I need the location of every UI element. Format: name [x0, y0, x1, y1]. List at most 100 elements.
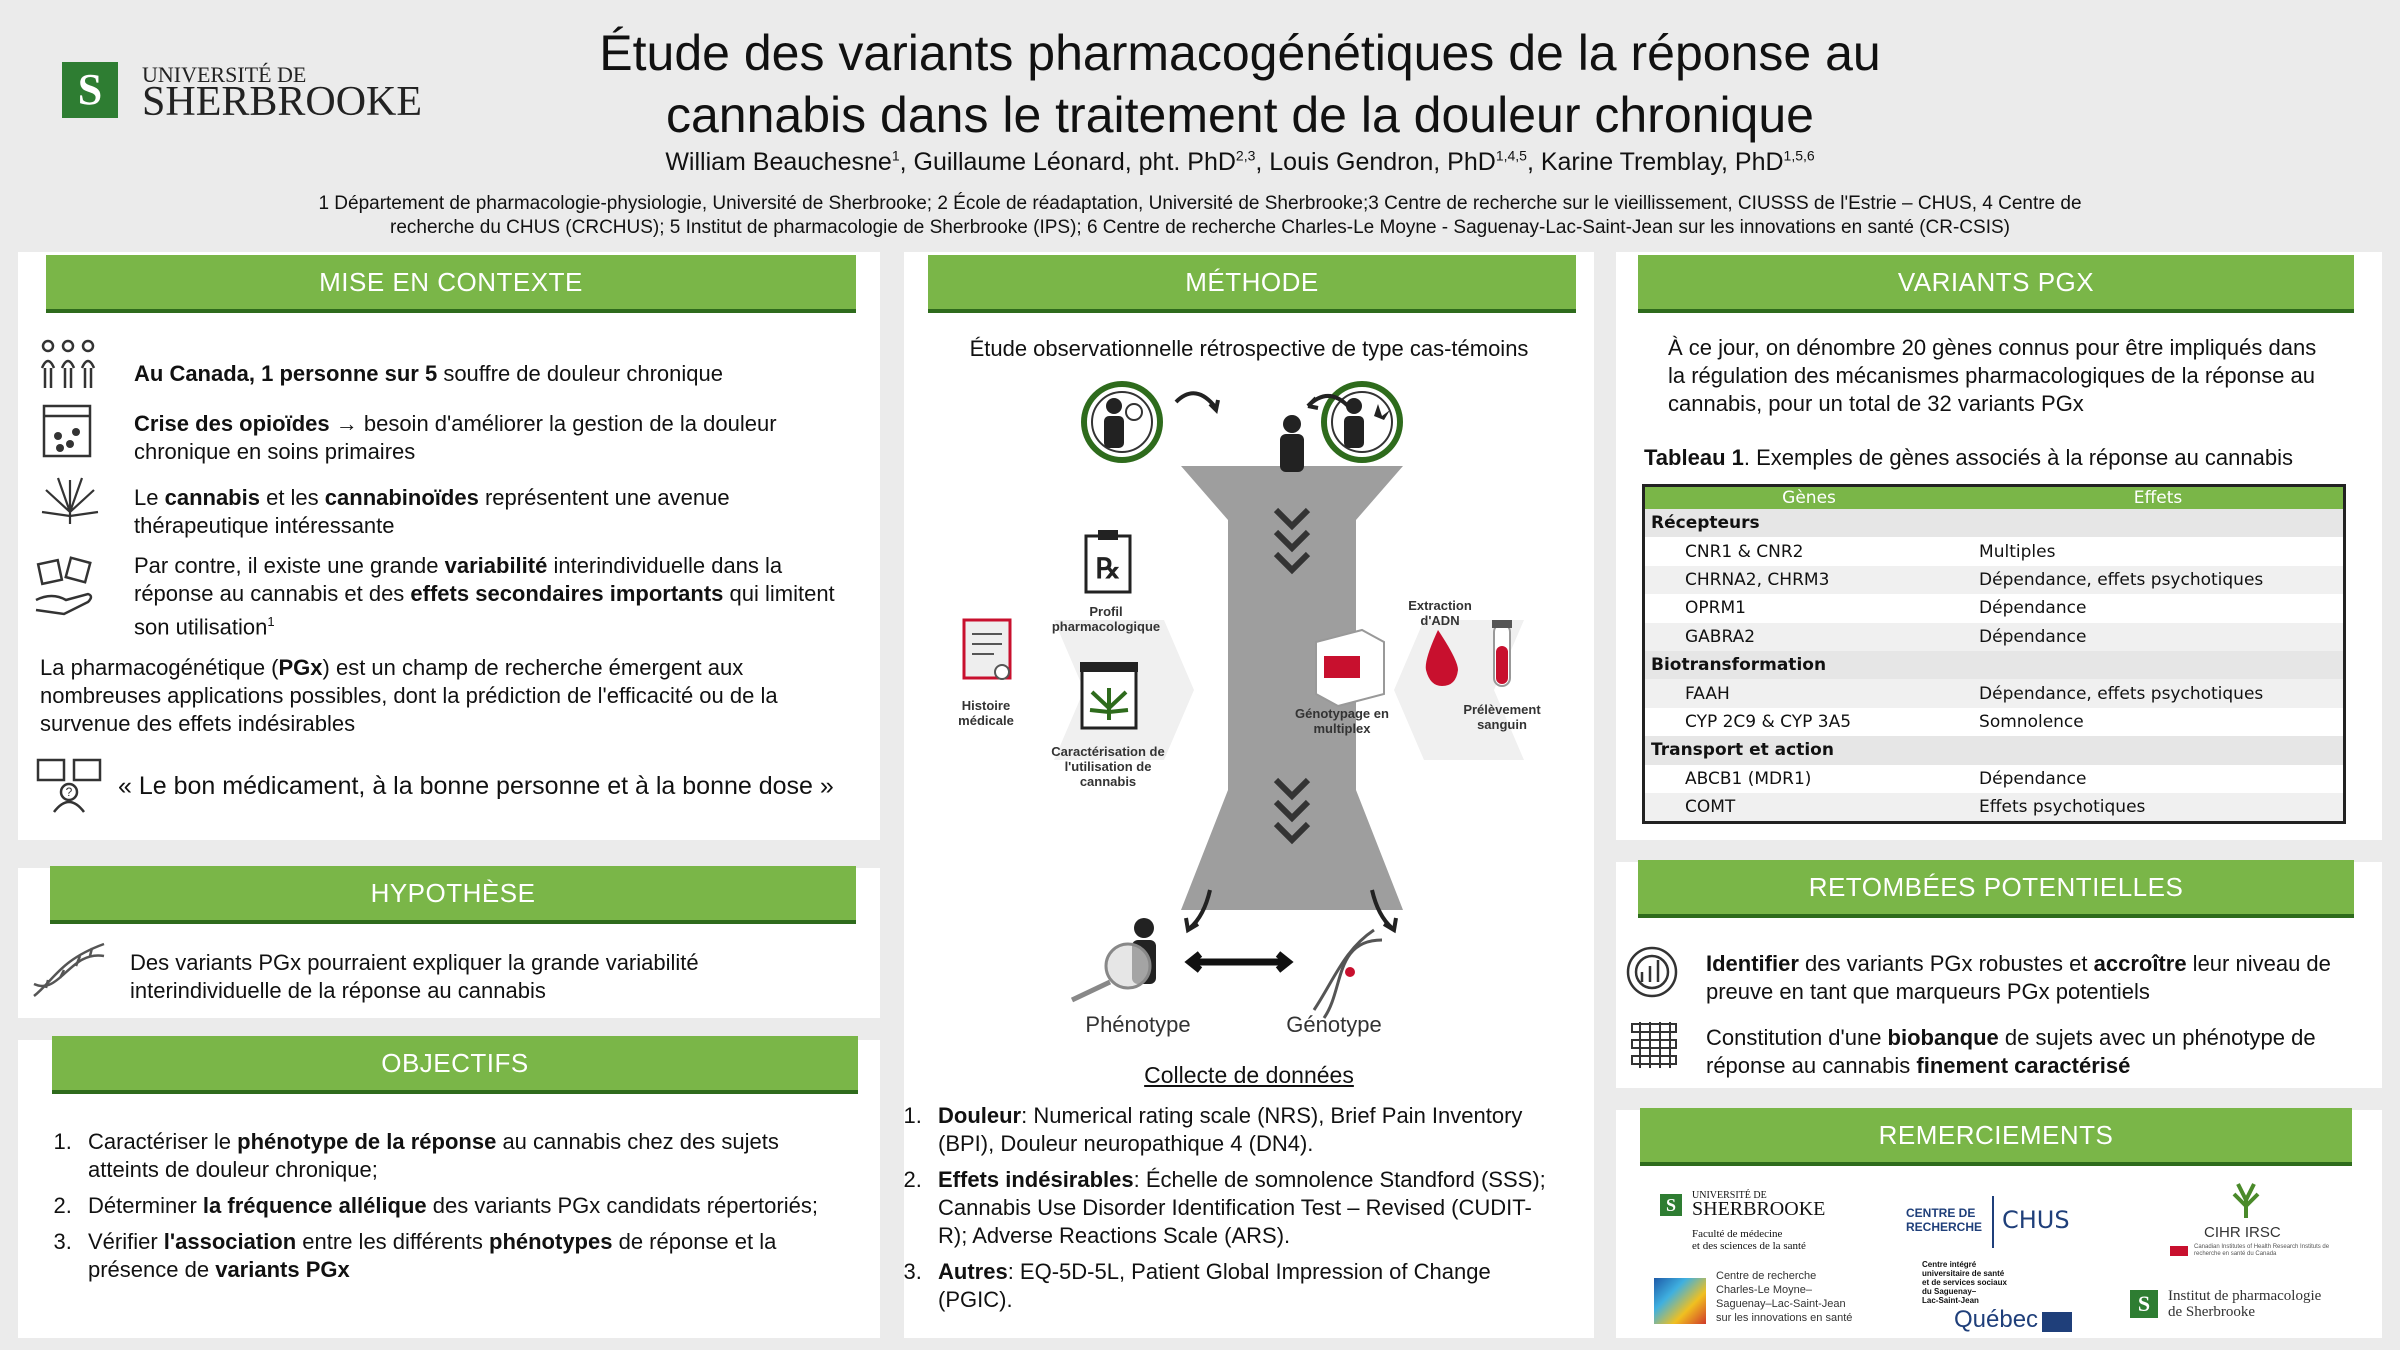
genotype-dna-icon: [1312, 928, 1383, 1019]
author-2: , Guillaume Léonard, pht. PhD2,3: [899, 148, 1256, 177]
remerciements-heading: REMERCIEMENTS: [1640, 1108, 2352, 1166]
objectif-2: Déterminer la fréquence allélique des va…: [78, 1192, 848, 1220]
cannabis-jar-icon: [1080, 662, 1138, 730]
curved-arrows-bottom: [1184, 889, 1398, 934]
ciusss-logo: Centre intégré universitaire de santé et…: [1922, 1260, 2082, 1336]
contexte-panel: [18, 252, 880, 840]
logo-mark: S: [62, 62, 118, 118]
udes-fmss-logo: S UNIVERSITÉ DE SHERBROOKE Faculté de mé…: [1660, 1190, 1860, 1254]
methode-heading: MÉTHODE: [928, 255, 1576, 313]
variants-heading: VARIANTS PGX: [1638, 255, 2354, 313]
logo-line2: SHERBROOKE: [142, 79, 423, 125]
contexte-quote: « Le bon médicament, à la bonne personne…: [118, 772, 834, 800]
target-chart-icon: [1626, 946, 1678, 998]
crchus-logo: CENTRE DE RECHERCHE CHUS: [1906, 1196, 2076, 1250]
dna-icon: [33, 942, 105, 997]
objectifs-heading: OBJECTIFS: [52, 1036, 858, 1094]
dice-hand-icon: [35, 556, 93, 616]
collecte-item-douleur: Douleur: Numerical rating scale (NRS), B…: [928, 1102, 1548, 1158]
blood-drop-icon: [1425, 630, 1458, 686]
hypothese-heading: HYPOTHÈSE: [50, 866, 856, 924]
curved-arrows-top: [1174, 391, 1350, 415]
contexte-point-4: Par contre, il existe une grande variabi…: [134, 553, 835, 640]
collecte-item-autres: Autres: EQ-5D-5L, Patient Global Impress…: [928, 1258, 1548, 1314]
contexte-point-2: Crise des opioïdes → besoin d'améliorer …: [134, 411, 777, 464]
retombees-heading: RETOMBÉES POTENTIELLES: [1638, 860, 2354, 918]
quebec-flag-icon: [2042, 1312, 2072, 1332]
chevrons-top: [1273, 507, 1311, 845]
funnel-shape: [1181, 466, 1403, 910]
right-flow-arrow: [1394, 620, 1524, 760]
authors: William Beauchesne1, Guillaume Léonard, …: [490, 148, 1990, 177]
genotyping-machine-icon: [1315, 628, 1385, 708]
contexte-pgx-paragraph: La pharmacogénétique (PGx) est un champ …: [40, 655, 778, 736]
patient-circles: [1081, 381, 1403, 472]
objectif-3: Vérifier l'association entre les différe…: [78, 1228, 848, 1284]
table-category-row: Récepteurs: [1645, 509, 2343, 538]
label-histoire: Histoire médicale: [958, 698, 1014, 728]
logo-line1: UNIVERSITÉ DE: [142, 62, 307, 87]
svg-text:?: ?: [66, 785, 73, 799]
crcsis-mark: [1654, 1278, 1706, 1324]
phenotype-person-icon: [1070, 918, 1156, 1003]
pill-bottle-icon: [42, 404, 92, 458]
table-row: ABCB1 (MDR1)Dépendance: [1685, 768, 2087, 789]
label-prelevement: Prélèvement sanguin: [1463, 702, 1541, 732]
collecte-item-effets: Effets indésirables: Échelle de somnolen…: [928, 1166, 1548, 1250]
question-people-icon: ?: [36, 758, 102, 813]
collecte-heading: Collecte de données: [1144, 1062, 1354, 1088]
svg-text:℞: ℞: [1095, 552, 1120, 585]
hypothese-text: Des variants PGx pourraient expliquer la…: [130, 950, 699, 1003]
ips-logo: S Institut de pharmacologie de Sherbrook…: [2130, 1286, 2350, 1326]
university-logo: S UNIVERSITÉ DE SHERBROOKE: [62, 62, 462, 125]
table-caption: Tableau 1. Exemples de gènes associés à …: [1644, 445, 2293, 470]
retombee-1: Identifier des variants PGx robustes et …: [1706, 951, 2331, 1004]
contexte-point-1: Au Canada, 1 personne sur 5 souffre de d…: [134, 361, 723, 386]
author-4: , Karine Tremblay, PhD1,5,6: [1526, 148, 1815, 177]
col-genes: Gènes: [1645, 487, 1974, 509]
retombee-2: Constitution d'une biobanque de sujets a…: [1706, 1025, 2316, 1078]
author-1: William Beauchesne1: [665, 148, 900, 177]
affiliations: 1 Département de pharmacologie-physiolog…: [318, 193, 2082, 238]
methode-diagram: ℞: [962, 381, 1524, 1019]
author-3: , Louis Gendron, PhD1,4,5: [1255, 148, 1527, 177]
crcsis-logo: Centre de recherche Charles-Le Moyne– Sa…: [1654, 1270, 1864, 1330]
table-category-row: Biotransformation: [1645, 650, 2343, 680]
poster-title-line2: cannabis dans le traitement de la douleu…: [666, 87, 1814, 143]
objectif-1: Caractériser le phénotype de la réponse …: [78, 1128, 848, 1184]
poster-title-line1: Étude des variants pharmacogénétiques de…: [599, 25, 1881, 81]
label-caracterisation: Caractérisation de l'utilisation de cann…: [1051, 744, 1165, 789]
label-extraction: Extraction d'ADN: [1408, 598, 1472, 628]
rx-clipboard-icon: ℞: [1084, 530, 1132, 594]
cihr-logo: CIHR IRSC Canadian Institutes of Health …: [2166, 1180, 2336, 1260]
cihr-leaf-icon: [2232, 1183, 2260, 1218]
variants-intro: À ce jour, on dénombre 20 gènes connus p…: [1668, 335, 2317, 416]
double-arrow: [1184, 951, 1294, 973]
label-genotypage: Génotypage en multiplex: [1295, 706, 1389, 736]
collecte-list: Douleur: Numerical rating scale (NRS), B…: [898, 1102, 1548, 1322]
label-profil: Profil pharmacologique: [1051, 604, 1161, 634]
table-category-row: Transport et action: [1645, 736, 2343, 765]
label-genotype: Génotype: [1286, 1012, 1382, 1037]
methode-subtitle: Étude observationnelle rétrospective de …: [969, 336, 1529, 361]
col-effets: Effets: [1973, 487, 2343, 509]
cannabis-leaf-icon: [41, 477, 99, 524]
contexte-heading: MISE EN CONTEXTE: [46, 255, 856, 313]
table-header: Gènes Effets: [1645, 487, 2343, 509]
test-tube-icon: [1492, 620, 1512, 687]
ips-mark: S: [2130, 1290, 2158, 1318]
objectifs-list: Caractériser le phénotype de la réponse …: [18, 1128, 848, 1292]
biobank-tubes-icon: [1631, 1022, 1677, 1068]
people-icon: [40, 339, 96, 388]
label-phenotype: Phénotype: [1085, 1012, 1191, 1037]
medical-history-icon: [962, 618, 1012, 680]
